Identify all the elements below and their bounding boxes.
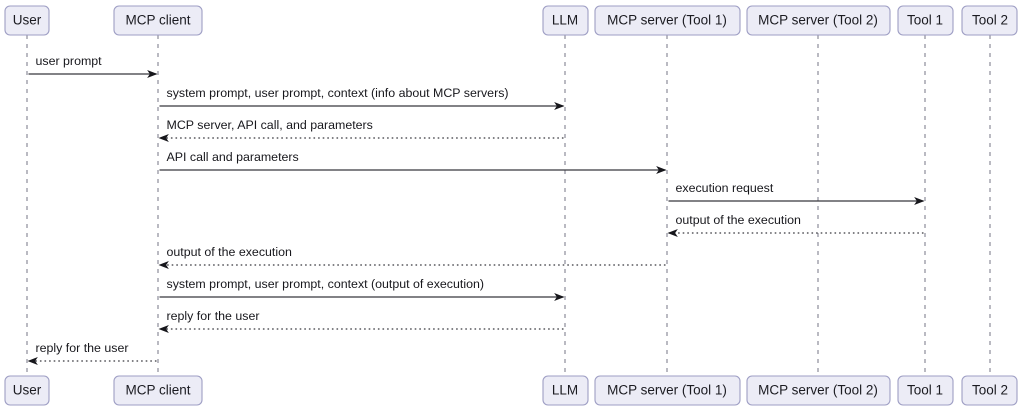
message-label: MCP server, API call, and parameters — [167, 118, 373, 132]
actors-top-layer: User MCP client LLM MCP server (Tool 1) MCP … — [4, 5, 1018, 36]
message-8: system prompt, user prompt, context (out… — [159, 277, 565, 301]
message-label: reply for the user — [36, 341, 129, 355]
actor-client-top[interactable]: MCP client — [113, 5, 203, 36]
message-9: reply for the user — [158, 309, 564, 333]
actor-label: MCP server (Tool 1) — [607, 383, 727, 398]
actor-client-bottom[interactable]: MCP client — [113, 375, 203, 406]
actor-label: Tool 2 — [972, 383, 1008, 398]
actor-box — [4, 5, 50, 36]
actor-label: MCP client — [125, 13, 190, 28]
actors-bottom-layer: User MCP client LLM MCP server (Tool 1) MCP … — [4, 375, 1018, 406]
actor-user-bottom[interactable]: User — [4, 375, 50, 406]
messages-layer: user prompt system prompt, user prompt, c… — [27, 54, 925, 365]
message-label: system prompt, user prompt, context (inf… — [167, 86, 509, 100]
actor-box — [542, 5, 589, 36]
actor-box — [594, 5, 741, 36]
message-label: reply for the user — [167, 309, 260, 323]
actor-box — [897, 375, 954, 406]
actor-box — [113, 375, 203, 406]
message-label: API call and parameters — [167, 150, 299, 164]
message-2: system prompt, user prompt, context (inf… — [159, 86, 565, 110]
actor-llm-bottom[interactable]: LLM — [542, 375, 589, 406]
actor-box — [961, 375, 1018, 406]
message-label: execution request — [676, 181, 774, 195]
actor-label: LLM — [552, 13, 578, 28]
actor-server1-top[interactable]: MCP server (Tool 1) — [594, 5, 741, 36]
actor-tool2-bottom[interactable]: Tool 2 — [961, 375, 1018, 406]
message-label: output of the execution — [676, 213, 801, 227]
message-6: output of the execution — [667, 213, 924, 237]
actor-tool2-top[interactable]: Tool 2 — [961, 5, 1018, 36]
actor-tool1-bottom[interactable]: Tool 1 — [897, 375, 954, 406]
message-label: user prompt — [36, 54, 103, 68]
actor-server1-bottom[interactable]: MCP server (Tool 1) — [594, 375, 741, 406]
actor-box — [542, 375, 589, 406]
actor-box — [897, 5, 954, 36]
actor-label: Tool 1 — [907, 383, 943, 398]
actor-box — [746, 5, 891, 36]
message-10: reply for the user — [27, 341, 157, 365]
actor-label: MCP client — [125, 383, 190, 398]
message-label: output of the execution — [167, 245, 292, 259]
message-4: API call and parameters — [159, 150, 667, 174]
actor-label: User — [13, 13, 42, 28]
message-label: system prompt, user prompt, context (out… — [167, 277, 484, 291]
actor-box — [113, 5, 203, 36]
actor-label: User — [13, 383, 42, 398]
lifelines-layer — [26, 35, 991, 376]
message-1: user prompt — [28, 54, 158, 78]
actor-server2-bottom[interactable]: MCP server (Tool 2) — [746, 375, 891, 406]
message-7: output of the execution — [158, 245, 666, 269]
actor-label: MCP server (Tool 1) — [607, 13, 727, 28]
actor-label: MCP server (Tool 2) — [758, 13, 878, 28]
actor-tool1-top[interactable]: Tool 1 — [897, 5, 954, 36]
actor-box — [594, 375, 741, 406]
actor-box — [746, 375, 891, 406]
actor-user-top[interactable]: User — [4, 5, 50, 36]
message-5: execution request — [668, 181, 925, 205]
actor-label: Tool 1 — [907, 13, 943, 28]
actor-label: MCP server (Tool 2) — [758, 383, 878, 398]
actor-server2-top[interactable]: MCP server (Tool 2) — [746, 5, 891, 36]
actor-label: LLM — [552, 383, 578, 398]
message-3: MCP server, API call, and parameters — [158, 118, 564, 142]
actor-llm-top[interactable]: LLM — [542, 5, 589, 36]
actor-box — [961, 5, 1018, 36]
actor-label: Tool 2 — [972, 13, 1008, 28]
actor-box — [4, 375, 50, 406]
